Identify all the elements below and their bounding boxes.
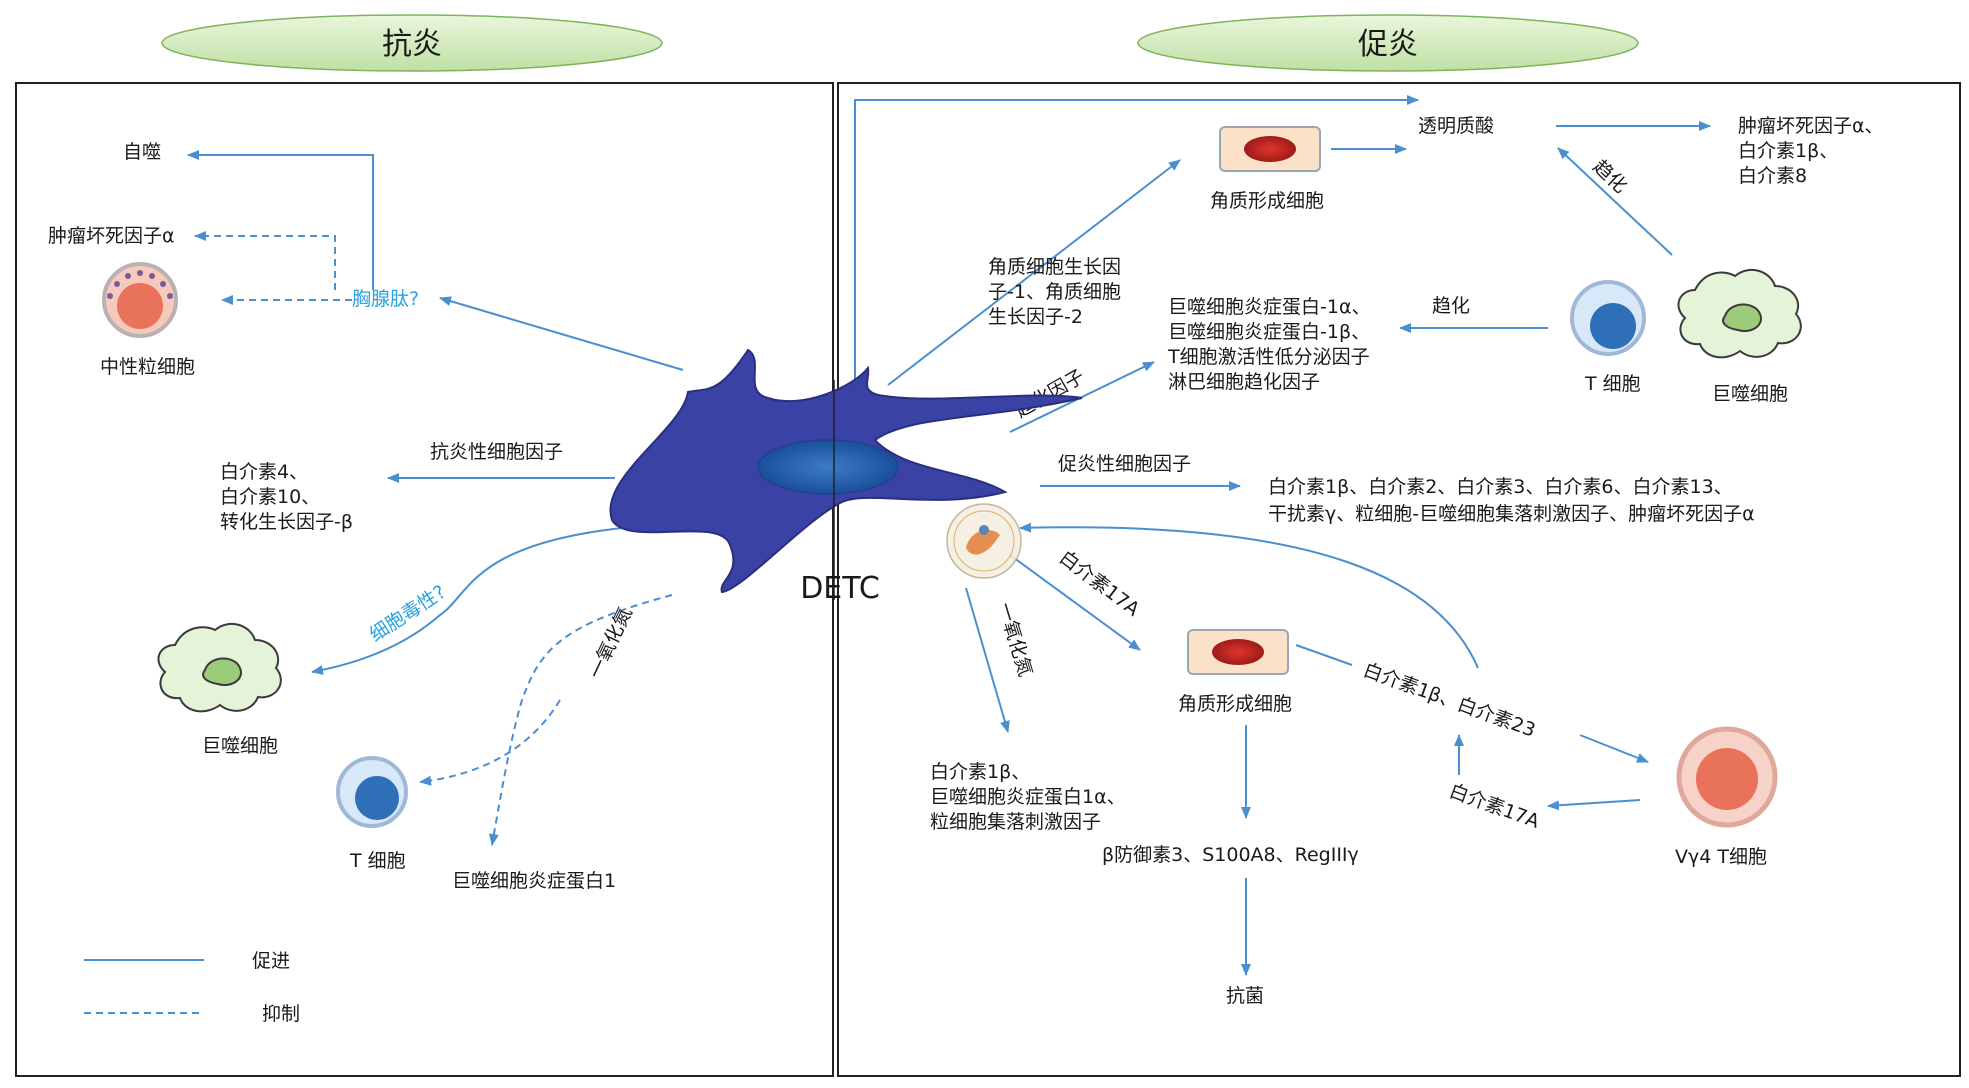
header-pro-inflammatory: 促炎 — [1137, 14, 1639, 72]
hyaluronan-label: 透明质酸 — [1418, 115, 1494, 137]
left-no-label: 一氧化氮 — [585, 604, 637, 682]
vg4-tcell-icon — [1676, 726, 1778, 828]
anti-list-3: 转化生长因子-β — [220, 511, 353, 533]
feedback-to-detc-arrow — [1019, 522, 1479, 669]
chemokine-factor-label: 趋化因子 — [1012, 365, 1089, 422]
detc-to-keratinocyte-arrow — [887, 159, 1181, 386]
no-list-3: 粒细胞集落刺激因子 — [930, 811, 1101, 833]
keratinocyte2-label: 角质形成细胞 — [1178, 693, 1292, 715]
right-macrophage-icon — [1677, 268, 1802, 359]
keratinocyte-icon — [1219, 126, 1321, 172]
right-panel — [837, 82, 1961, 1077]
no-to-mip1-dash — [489, 594, 673, 846]
il17a-2-label: 白介素17A — [1446, 780, 1542, 833]
thymosin-to-tnf-dash — [194, 231, 336, 290]
watermark-seal-icon — [946, 503, 1022, 579]
kgf-1: 角质细胞生长因 — [988, 256, 1121, 278]
thymosin-label: 胸腺肽? — [352, 288, 419, 310]
kgf-2: 子-1、角质细胞 — [988, 281, 1121, 303]
keratinocyte1-label: 角质形成细胞 — [1210, 190, 1324, 212]
detc-to-thymosin-arrow — [439, 296, 684, 371]
detc-label: DETC — [800, 571, 880, 606]
header-anti-inflammatory: 抗炎 — [161, 14, 663, 72]
thymosin-to-autophagy-arrow — [187, 150, 374, 290]
left-macrophage-label: 巨噬细胞 — [202, 735, 278, 757]
pro-list-2: 干扰素γ、粒细胞-巨噬细胞集落刺激因子、肿瘤坏死因子α — [1268, 503, 1755, 525]
il23-to-vg4-arrow — [1579, 734, 1649, 763]
legend-promote-label: 促进 — [252, 950, 290, 972]
pro-list-1: 白介素1β、白介素2、白介素3、白介素6、白介素13、 — [1268, 476, 1733, 498]
anti-list-1: 白介素4、 — [220, 461, 308, 483]
macrophage-to-hyaluronan-arrow — [1557, 147, 1673, 256]
anti-list-2: 白介素10、 — [220, 486, 320, 508]
detc-to-no-list-arrow — [965, 587, 1010, 733]
cytotoxicity-label: 细胞毒性? — [366, 581, 450, 646]
right-no-label: 一氧化氮 — [993, 600, 1036, 679]
right-tnf-3: 白介素8 — [1738, 165, 1807, 187]
vg4-label: Vγ4 T细胞 — [1675, 846, 1767, 868]
chemokines-3: T细胞激活性低分泌因子 — [1167, 346, 1370, 368]
keratinocyte2-icon — [1187, 629, 1289, 675]
right-tnf-2: 白介素1β、 — [1738, 140, 1838, 162]
right-macrophage-label: 巨噬细胞 — [1712, 383, 1788, 405]
chemotaxis1-label: 趋化 — [1589, 156, 1632, 198]
neutrophil-label: 中性粒细胞 — [100, 356, 195, 378]
left-tnf-label: 肿瘤坏死因子α — [48, 225, 175, 247]
anti-cytokine-label: 抗炎性细胞因子 — [430, 441, 563, 463]
kgf-3: 生长因子-2 — [988, 306, 1083, 328]
detc-cell-icon — [609, 348, 1083, 594]
no-to-tcell-dash — [419, 699, 561, 786]
header-pro-label: 促炎 — [1358, 27, 1418, 62]
no-list-2: 巨噬细胞炎症蛋白1α、 — [930, 786, 1126, 808]
keratinocyte2-to-il23-line — [1295, 644, 1353, 666]
left-tcell-icon — [336, 756, 408, 828]
no-list-1: 白介素1β、 — [930, 761, 1030, 783]
detc-to-hyaluronan-arrow — [854, 95, 1419, 400]
cytotoxicity-arrow — [311, 527, 623, 675]
chemokines-4: 淋巴细胞趋化因子 — [1168, 371, 1320, 393]
antibacterial-label: 抗菌 — [1226, 985, 1264, 1007]
chemotaxis2-label: 趋化 — [1432, 295, 1470, 317]
right-tcell-icon — [1570, 280, 1646, 356]
chemokines-2: 巨噬细胞炎症蛋白-1β、 — [1168, 321, 1370, 343]
left-panel — [15, 82, 834, 1077]
legend-inhibit-label: 抑制 — [262, 1003, 300, 1025]
detc-to-keratinocyte2-arrow — [1009, 554, 1141, 651]
left-macrophage-icon — [157, 622, 282, 713]
header-anti-label: 抗炎 — [382, 27, 442, 62]
right-tcell-label: T 细胞 — [1584, 373, 1641, 395]
left-tcell-label: T 细胞 — [349, 850, 406, 872]
mip1-label: 巨噬细胞炎症蛋白1 — [452, 870, 616, 892]
il1b-il23-label: 白介素1β、白介素23 — [1360, 659, 1538, 742]
autophagy-label: 自噬 — [123, 141, 161, 163]
neutrophil-icon — [102, 262, 178, 338]
pro-cytokine-label: 促炎性细胞因子 — [1058, 453, 1191, 475]
chemokines-1: 巨噬细胞炎症蛋白-1α、 — [1168, 296, 1370, 318]
right-tnf-1: 肿瘤坏死因子α、 — [1738, 115, 1884, 137]
defensins-label: β防御素3、S100A8、RegIIIγ — [1102, 844, 1359, 866]
il17a-1-label: 白介素17A — [1055, 546, 1143, 620]
vg4-to-il17a-arrow — [1547, 799, 1641, 811]
